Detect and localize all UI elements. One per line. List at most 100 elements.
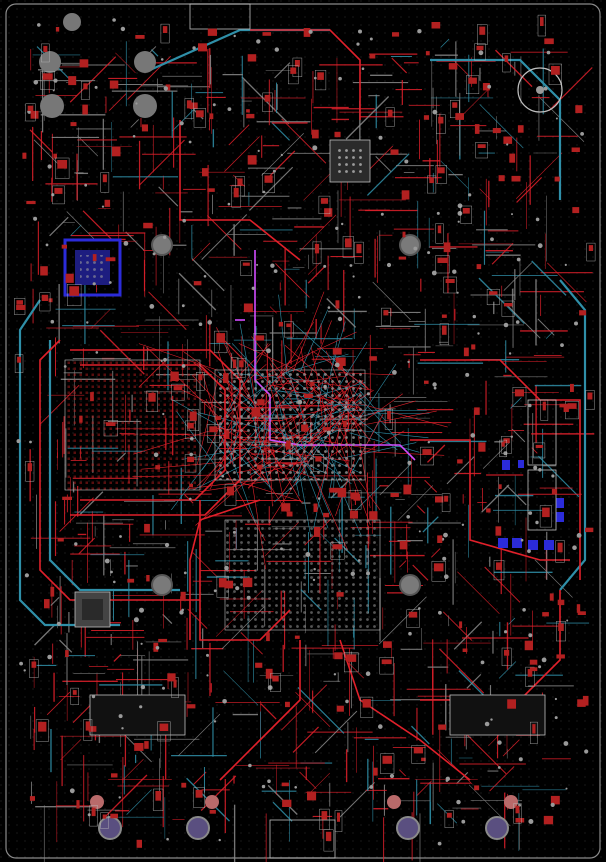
via [326, 430, 331, 435]
component-outline [525, 666, 535, 687]
smd-pad [542, 507, 550, 518]
component-outline [501, 647, 512, 666]
smd-pad [104, 199, 111, 207]
smd-pad [424, 380, 429, 384]
via [361, 67, 365, 70]
buzzer-footprint[interactable] [517, 67, 563, 113]
smd-pad [421, 757, 426, 762]
smd-pad [476, 45, 484, 51]
via [554, 697, 558, 701]
via [153, 452, 159, 458]
via [37, 23, 41, 27]
smd-pad [317, 72, 324, 80]
smd-pad [111, 773, 118, 778]
via [183, 571, 187, 575]
qfn-chip-top[interactable] [329, 139, 371, 183]
smd-pad [158, 638, 168, 642]
via [280, 547, 283, 551]
smd-pad [477, 144, 486, 148]
component-outline [427, 175, 437, 194]
ram-bga-left[interactable] [64, 359, 201, 491]
component-outline [157, 721, 171, 742]
via [256, 263, 259, 266]
smd-pad [187, 422, 194, 429]
smd-pad [186, 100, 192, 109]
smd-pad [455, 113, 464, 120]
via [461, 819, 466, 824]
via [19, 661, 23, 666]
smd-pad [242, 577, 253, 588]
top-connector[interactable] [189, 3, 251, 30]
smd-pad [459, 621, 463, 629]
smd-pad [514, 389, 524, 397]
component-outline [380, 753, 395, 774]
trace-segment [507, 305, 541, 339]
via [333, 673, 337, 676]
smd-pad [342, 420, 347, 427]
via [538, 665, 542, 669]
ram-bga-bottom[interactable] [224, 519, 381, 631]
via [52, 89, 55, 92]
fanout-trace [362, 410, 437, 426]
smd-pad [256, 464, 263, 470]
component-outline [292, 57, 303, 77]
smd-pad [16, 305, 26, 310]
via [213, 720, 217, 723]
via [33, 216, 38, 221]
smd-pad [144, 741, 149, 749]
smd-pad [294, 60, 300, 67]
via [433, 386, 437, 390]
via [407, 360, 410, 364]
smd-pad [398, 256, 407, 260]
trace-segment [275, 263, 310, 298]
smd-pad [106, 422, 116, 426]
bottom-connector[interactable] [269, 819, 336, 859]
via [189, 452, 193, 457]
via [218, 838, 221, 842]
magnetics-left[interactable] [89, 694, 186, 736]
smd-pad [173, 386, 183, 391]
trace-segment [33, 139, 62, 168]
via [465, 372, 470, 377]
trace-segment [187, 608, 208, 629]
fanout-trace [358, 403, 448, 428]
qfn-chip-bottom-left[interactable] [74, 591, 111, 628]
smd-pad [463, 347, 469, 357]
smd-pad [425, 51, 430, 56]
qfn-chip-left[interactable] [63, 238, 122, 297]
smd-pad [209, 809, 216, 814]
via [356, 42, 360, 46]
smd-pad [542, 612, 549, 617]
smd-pad [332, 544, 343, 550]
smd-pad [579, 310, 587, 316]
via [179, 121, 184, 126]
smd-pad [155, 791, 161, 801]
right-connector-a[interactable] [527, 399, 557, 466]
magnetics-right[interactable] [449, 694, 546, 736]
cpu-bga-footprint[interactable] [214, 369, 366, 481]
via [248, 763, 252, 768]
trace-segment [261, 132, 304, 176]
smd-pad [196, 110, 204, 118]
smd-pad [136, 839, 142, 848]
component-outline [493, 560, 505, 581]
trace-segment [410, 725, 430, 745]
smd-pad [429, 177, 434, 184]
smd-pad [50, 586, 55, 597]
smd-pad [504, 55, 509, 62]
trace-segment [66, 211, 96, 241]
component-outline [530, 721, 538, 744]
right-connector-b[interactable] [527, 469, 557, 531]
trace-segment [481, 484, 510, 513]
trace-segment [457, 571, 500, 614]
via [274, 47, 279, 52]
via [543, 86, 548, 91]
component-outline [100, 172, 110, 193]
fanout-trace [331, 321, 346, 371]
smd-pad [527, 669, 533, 677]
trace-segment [192, 242, 211, 261]
smd-pad [251, 408, 261, 417]
trace-segment [60, 739, 82, 761]
via [289, 487, 292, 490]
